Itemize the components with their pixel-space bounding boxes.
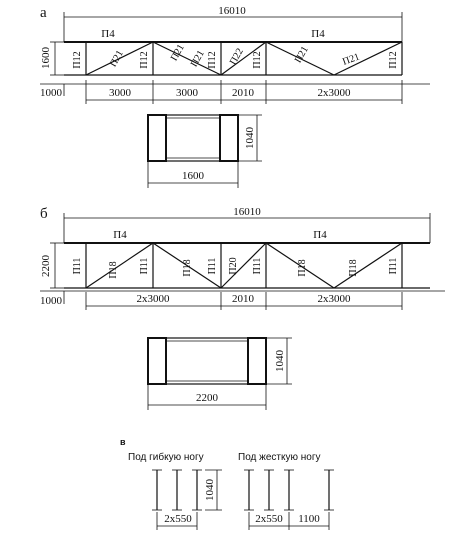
overhang-label: 1000 — [40, 295, 63, 307]
span-label: 2010 — [232, 87, 255, 99]
vertical-label: П11 — [388, 258, 399, 275]
plan-view-a: 1040 1600 — [147, 114, 262, 188]
diagonal-member — [333, 41, 403, 76]
diagonal-label: П21 — [169, 43, 187, 63]
chord-label: П4 — [311, 28, 325, 40]
span-label: 3000 — [176, 87, 199, 99]
plan-view-b: 1040 2200 — [147, 337, 292, 410]
chord-label: П4 — [113, 229, 127, 241]
vertical-label: П12 — [388, 51, 399, 68]
span-label: 2х3000 — [137, 293, 171, 305]
plan-outline — [147, 114, 239, 162]
vertical-label: П12 — [252, 51, 263, 68]
right-span-label: 2х550 — [255, 513, 283, 525]
height-label: 1040 — [204, 479, 216, 502]
diagonal-member — [85, 242, 154, 289]
plan-end-block — [147, 337, 167, 385]
diagonal-label: П20 — [228, 257, 239, 274]
diagonal-member — [220, 242, 267, 289]
overall-length-label: 16010 — [233, 206, 261, 218]
diagonal-label: П21 — [341, 52, 361, 68]
plan-end-block — [247, 337, 267, 385]
diagonal-member — [265, 242, 335, 289]
vertical-label: П11 — [252, 258, 263, 275]
chord-label: П4 — [101, 28, 115, 40]
panel-b: б 16010 П4 П4 П11 П11 П11 П11 П11 П18 П1… — [40, 206, 445, 410]
span-label: 2х3000 — [318, 87, 352, 99]
diagonal-label: П18 — [348, 259, 359, 276]
panel-a-label: а — [40, 5, 47, 21]
height-label: 1600 — [40, 47, 52, 70]
vertical-label: П12 — [207, 51, 218, 68]
vertical-label: П12 — [139, 51, 150, 68]
vertical-label: П11 — [139, 258, 150, 275]
plan-width-label: 2200 — [196, 392, 219, 404]
diagonal-label: П18 — [297, 259, 308, 276]
overall-length-label: 16010 — [218, 5, 246, 17]
diagonal-label: П22 — [228, 47, 246, 67]
rigid-leg-caption: Под жесткую ногу — [238, 452, 320, 463]
plan-width-label: 1600 — [182, 170, 205, 182]
diagonal-member — [220, 41, 267, 76]
height-label: 2200 — [40, 255, 52, 278]
diagonal-member — [85, 41, 154, 76]
diagonal-label: П18 — [108, 261, 119, 278]
plan-height-label: 1040 — [274, 350, 286, 373]
diagonal-label: П21 — [189, 49, 207, 69]
right-extra-label: 1100 — [298, 513, 320, 525]
left-span-label: 2х550 — [164, 513, 192, 525]
vertical-label: П12 — [72, 51, 83, 68]
plan-end-block — [147, 114, 167, 162]
diagonal-label: П18 — [182, 259, 193, 276]
panel-a: а 16010 П4 П4 П12 П12 П12 П12 П12 П21 — [40, 5, 430, 188]
plan-end-block — [219, 114, 239, 162]
overhang-label: 1000 — [40, 87, 63, 99]
diagonal-member — [333, 242, 403, 289]
span-label: 2х3000 — [318, 293, 352, 305]
panel-c-label: в — [120, 437, 126, 447]
flexible-leg-caption: Под гибкую ногу — [128, 451, 204, 463]
diagonal-member — [152, 41, 222, 76]
vertical-label: П11 — [72, 258, 83, 275]
panel-c: в Под гибкую ногу Под жесткую ногу 2х550… — [120, 437, 334, 530]
plan-height-label: 1040 — [244, 127, 256, 150]
span-label: 3000 — [109, 87, 132, 99]
diagonal-member — [265, 41, 335, 76]
diagonal-label: П21 — [108, 49, 126, 69]
span-label: 2010 — [232, 293, 255, 305]
panel-b-label: б — [40, 206, 48, 222]
diagonal-member — [152, 242, 222, 289]
chord-label: П4 — [313, 229, 327, 241]
vertical-label: П11 — [207, 258, 218, 275]
